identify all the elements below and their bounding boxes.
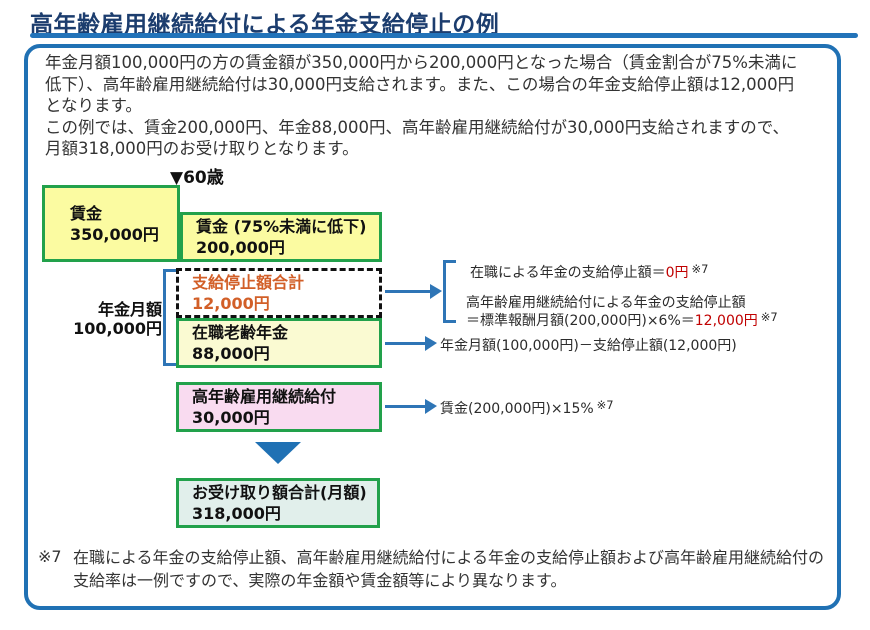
annotation-value-red: 12,000円 — [694, 313, 758, 329]
annotation-text: 高年齢雇用継続給付による年金の支給停止額 — [466, 295, 746, 311]
intro-line: 月額318,000円のお受け取りとなります。 — [45, 139, 359, 158]
intro-line: 低下）、高年齢雇用継続給付は30,000円支給されます。また、この場合の年金支給… — [45, 74, 795, 94]
box-label: 賃金 (75%未満に低下) — [196, 217, 367, 236]
right-arrow-icon — [385, 284, 442, 299]
employment-benefit-box: 高年齢雇用継続給付 30,000円 — [176, 382, 382, 432]
box-label: 支給停止額合計 — [192, 273, 305, 292]
box-value: 88,000円 — [192, 344, 270, 363]
box-label: 在職老齢年金 — [192, 323, 289, 342]
total-receipt-box: お受け取り額合計(月額) 318,000円 — [176, 478, 380, 528]
zaishoku-pension-box: 在職老齢年金 88,000円 — [176, 318, 382, 368]
box-value: 12,000円 — [192, 294, 270, 313]
intro-line: となります。 — [45, 96, 142, 115]
intro-text: 年金月額100,000円の方の賃金額が350,000円から200,000円となっ… — [45, 52, 797, 160]
annotation-text: 在職による年金の支給停止額＝ — [470, 265, 666, 281]
box-value: 30,000円 — [192, 408, 270, 427]
down-arrow-icon — [255, 442, 301, 464]
intro-line: この例では、賃金200,000円、年金88,000円、高年齢雇用継続給付が30,… — [45, 117, 790, 137]
age-60-marker: ▼60歳 — [170, 168, 224, 188]
annotation-bracket — [443, 260, 456, 323]
footnote-line: 支給率は一例ですので、実際の年金額や賃金額等により異なります。 — [73, 570, 567, 590]
annotation-zaishoku-formula: 年金月額(100,000円)－支給停止額(12,000円) — [440, 338, 737, 354]
box-value: 318,000円 — [192, 504, 281, 523]
annotation-text: 賃金(200,000円)×15% — [440, 401, 594, 417]
box-value: 350,000円 — [70, 224, 159, 244]
annotation-value-red: 0円 — [665, 265, 689, 281]
box-label: お受け取り額合計(月額) — [192, 483, 367, 502]
footnote-ref: ※7 — [596, 398, 614, 412]
footnote-ref: ※7 — [691, 262, 709, 276]
annotation-benefit-formula: 賃金(200,000円)×15%※7 — [440, 398, 614, 418]
pension-bracket — [163, 269, 176, 366]
annotation-text: ＝標準報酬月額(200,000円)×6%＝ — [466, 313, 695, 329]
right-arrow-icon — [385, 399, 437, 414]
intro-line: 年金月額100,000円の方の賃金額が350,000円から200,000円となっ… — [45, 53, 798, 72]
pension-label-line: 年金月額 — [97, 300, 162, 319]
pension-amount-label: 年金月額 100,000円 — [40, 300, 162, 338]
title-underline — [30, 33, 858, 38]
pension-label-line: 100,000円 — [73, 319, 162, 338]
footnote-ref: ※7 — [760, 310, 778, 324]
annotation-formula: ＝標準報酬月額(200,000円)×6%＝12,000円※7 — [466, 310, 778, 330]
right-arrow-icon — [385, 336, 437, 351]
wage-after-box: 賃金 (75%未満に低下) 200,000円 — [180, 212, 382, 262]
box-label: 賃金 — [70, 203, 103, 223]
box-label: 高年齢雇用継続給付 — [192, 387, 337, 406]
box-value: 200,000円 — [196, 238, 285, 257]
wage-before-box: 賃金 350,000円 — [42, 185, 180, 262]
footnote-marker: ※7 — [38, 547, 62, 566]
footnote-line: 在職による年金の支給停止額、高年齢雇用継続給付による年金の支給停止額および高年齢… — [73, 548, 825, 567]
annotation-suspension-detail: 高年齢雇用継続給付による年金の支給停止額 ＝標準報酬月額(200,000円)×6… — [466, 294, 778, 330]
annotation-suspension-line1: 在職による年金の支給停止額＝0円※7 — [470, 262, 708, 282]
content-frame — [24, 44, 841, 610]
footnote-text: 在職による年金の支給停止額、高年齢雇用継続給付による年金の支給停止額および高年齢… — [73, 547, 824, 592]
suspension-total-box: 支給停止額合計 12,000円 — [176, 268, 382, 318]
